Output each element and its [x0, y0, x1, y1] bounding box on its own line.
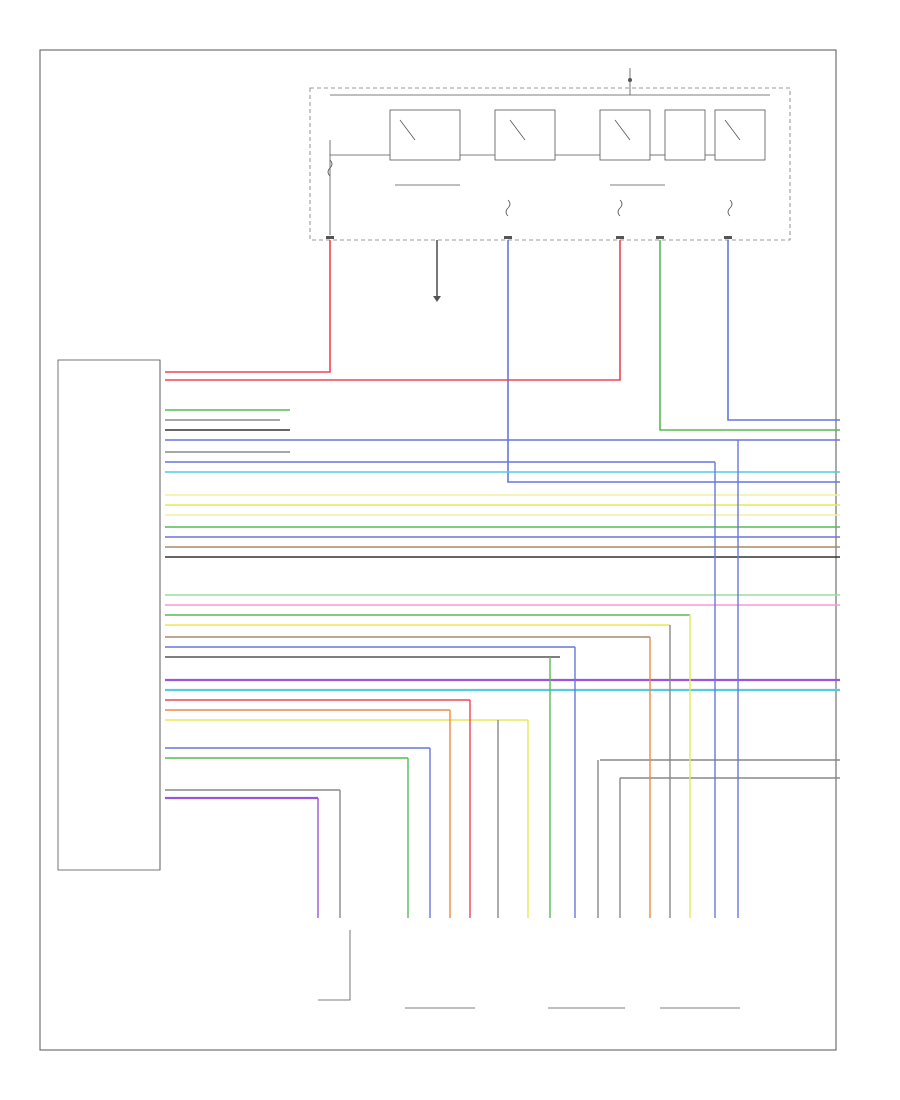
- page-frame: [39, 49, 837, 1051]
- control-module-box: [57, 359, 161, 871]
- connector-ticks: [326, 236, 732, 239]
- connector-brackets: [318, 930, 740, 1009]
- fuse-symbols: [327, 159, 733, 217]
- relay-switches: [329, 109, 766, 235]
- power-feed-node: [628, 78, 632, 82]
- box-output-wires: [165, 240, 840, 483]
- ground-arrow-head: [433, 296, 441, 302]
- module-horizontal-wires: [165, 409, 840, 800]
- power-distribution-box: [309, 87, 791, 241]
- bottom-vertical-wires: [317, 440, 739, 918]
